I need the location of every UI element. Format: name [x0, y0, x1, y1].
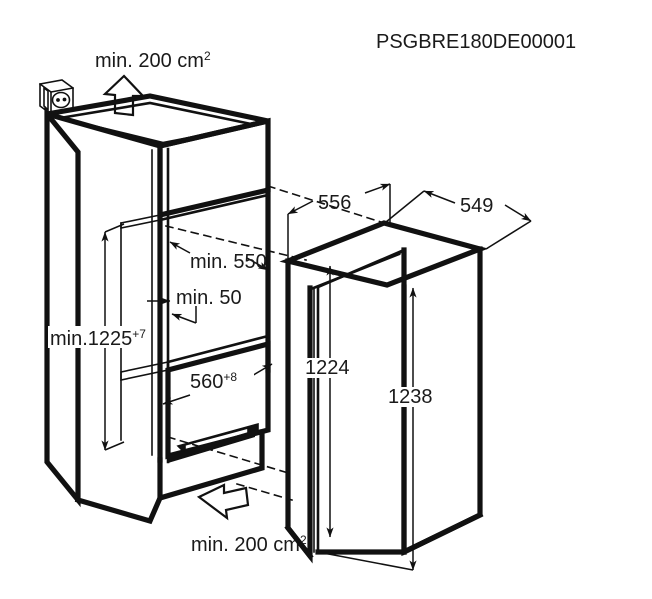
- appliance-depth-arrow-left: [423, 190, 456, 204]
- appliance-body-height-label-bg: [303, 358, 357, 378]
- dimension-gap-top: min. 50: [147, 287, 242, 324]
- projection-line-vent: [236, 483, 293, 501]
- projection-line-top: [266, 184, 386, 225]
- plinth-front-face: [165, 340, 271, 460]
- cabinet-floor-edge: [74, 494, 164, 525]
- appliance-body-height-label: 1224: [305, 357, 350, 379]
- niche-height-label-bg: [48, 326, 148, 348]
- appliance-depth-arrow-right: [504, 204, 532, 222]
- niche-depth-label: min. 550: [190, 251, 267, 273]
- bottom-ventilation-label: min. 200 cm2: [191, 533, 307, 556]
- plinth-shadow-band: [168, 430, 255, 463]
- appliance-depth-label: 549: [460, 195, 493, 217]
- niche-height-leader-bottom: [104, 441, 125, 451]
- dimension-niche-depth: min. 550: [169, 241, 269, 273]
- niche-height-leader-top: [104, 223, 125, 233]
- appliance-door-height-label-bg: [386, 387, 442, 407]
- cabinet-base-diagonal: [45, 460, 80, 502]
- appliance-door-height-label: 1238: [388, 386, 433, 408]
- drawing-code-label: PSGBRE180DE00001: [376, 31, 576, 53]
- projection-line-niche-ceiling: [165, 225, 307, 261]
- appliance-depth-ext-right: [485, 220, 532, 250]
- dimension-niche-width: 560+8: [162, 363, 273, 405]
- niche-width-label: 560+8: [190, 370, 237, 393]
- niche-depth-arrow-right: [246, 257, 269, 271]
- appliance-width-arrow-left: [287, 200, 314, 215]
- niche-width-arrow-left: [162, 394, 191, 405]
- appliance-door-height-leader: [317, 551, 414, 571]
- dimension-appliance-body-height: 1224: [303, 265, 357, 538]
- gap-top-arrow-in: [171, 313, 197, 324]
- cabinet-niche-view: [44, 93, 386, 525]
- niche-width-label-bg: [188, 371, 254, 391]
- niche-depth-arrow-left: [169, 241, 191, 254]
- appliance-depth-ext-left: [385, 190, 425, 223]
- appliance-width-arrow-right: [364, 183, 391, 194]
- dimension-niche-height: min.1225+7: [48, 223, 148, 451]
- niche-height-label: min.1225+7: [50, 327, 146, 350]
- dimension-appliance-door-height: 1238: [317, 287, 442, 571]
- dimension-appliance-depth: 549: [385, 190, 532, 250]
- appliance-bottom-left-diagonal: [284, 524, 314, 560]
- bottom-ventilation-arrow-icon: [196, 483, 250, 521]
- plinth-kickboard: [157, 429, 265, 502]
- appliance-width-label: 556: [318, 192, 351, 214]
- gap-top-label: min. 50: [176, 287, 242, 309]
- appliance-view: [279, 220, 489, 564]
- top-ventilation-label: min. 200 cm2: [95, 49, 211, 72]
- projection-line-bottom: [167, 436, 286, 473]
- appliance-bottom-right-diagonal: [400, 511, 484, 556]
